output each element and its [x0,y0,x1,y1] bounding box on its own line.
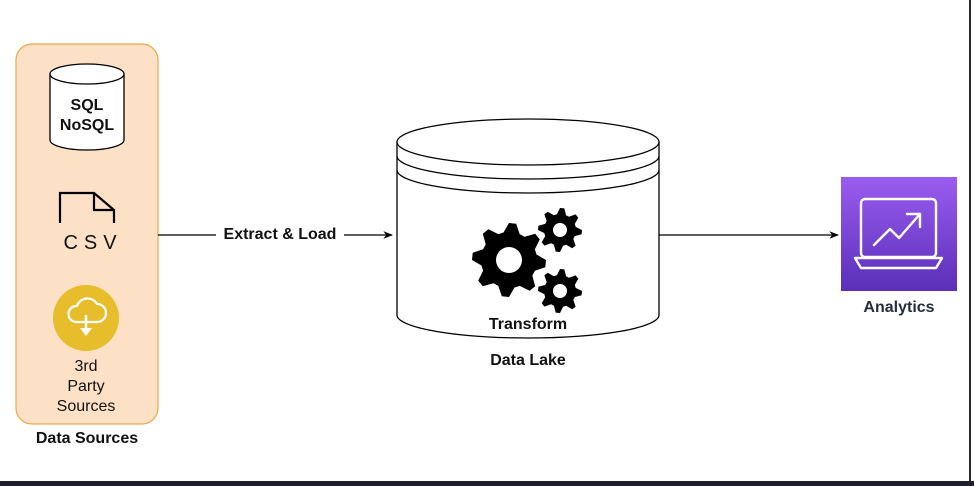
transform-label: Transform [488,316,568,333]
third-party-line-2: Party [67,378,105,395]
database-cylinder-icon[interactable] [49,63,125,151]
small-gear-bottom-icon [538,269,582,313]
csv-file-icon[interactable] [58,191,116,223]
data-lake-title: Data Lake [490,352,566,369]
extract-load-label: Extract & Load [216,226,344,244]
gears-icon [472,208,582,313]
third-party-line-1: 3rd [74,358,98,375]
small-gear-top-icon [538,208,582,252]
large-gear-icon [472,223,546,297]
sql-line: SQL [70,97,104,114]
right-border [969,0,971,481]
nosql-line: NoSQL [59,117,115,134]
csv-label: CSV [63,232,123,254]
data-sources-title: Data Sources [35,430,139,447]
bottom-bar [0,481,974,486]
third-party-label: 3rd Party Sources [36,357,136,417]
data-lake-cylinder[interactable] [396,118,660,339]
cloud-download-icon[interactable] [53,285,119,351]
laptop-chart-icon [853,197,944,270]
analytics-title: Analytics [863,299,935,316]
third-party-line-3: Sources [56,398,116,415]
sql-label: SQL NoSQL [50,96,124,136]
analytics-tile[interactable] [841,177,957,291]
